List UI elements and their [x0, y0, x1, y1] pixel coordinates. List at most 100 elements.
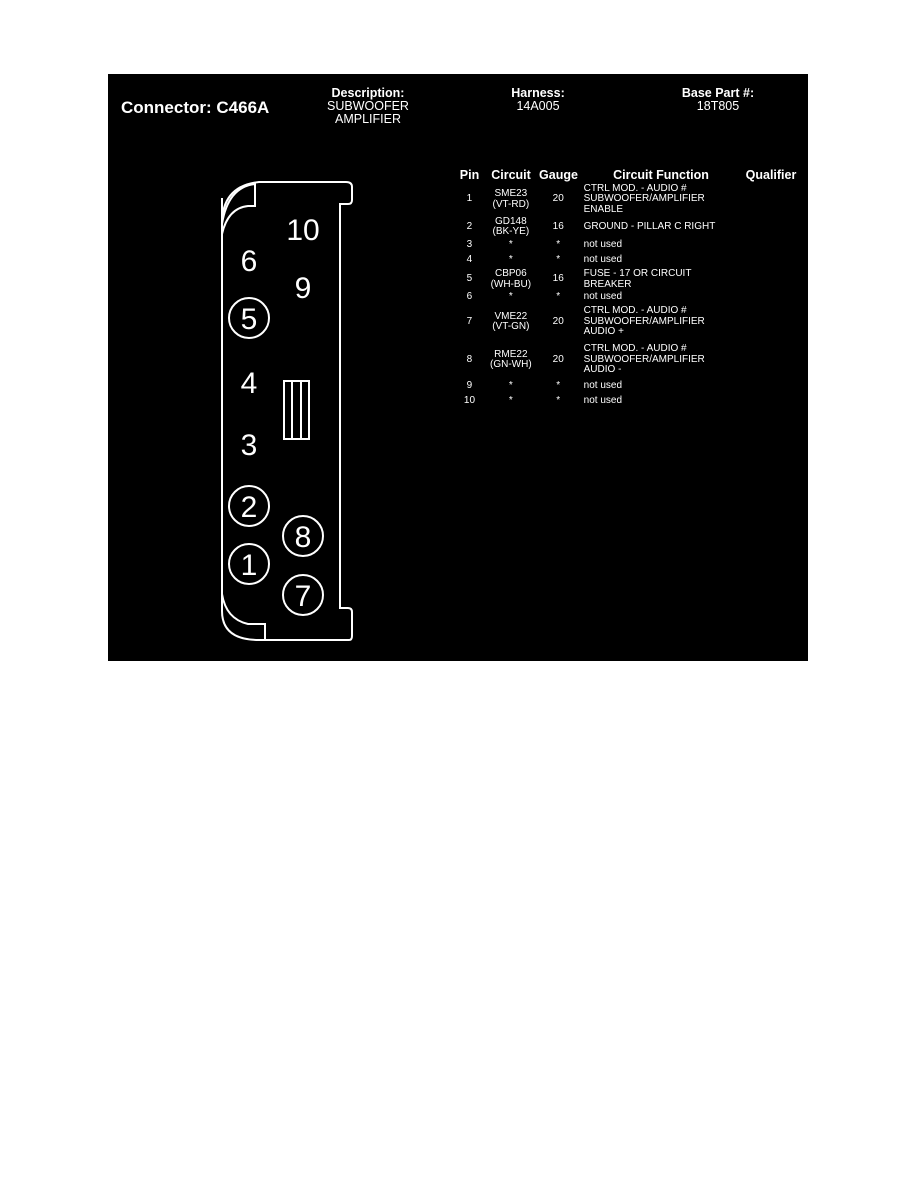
description-line2: AMPLIFIER — [335, 112, 401, 126]
circuit-code: SME23 — [494, 188, 528, 199]
pin-label-3: 3 — [241, 429, 258, 462]
table-row: 10 * * not used — [453, 394, 803, 409]
func-line: SUBWOOFER/AMPLIFIER — [583, 193, 705, 205]
pin-2-circle — [228, 485, 270, 527]
table-row: 7 VME22(VT-GN) 20 CTRL MOD. - AUDIO #SUB… — [453, 303, 803, 341]
cell-pin: 10 — [463, 395, 476, 407]
func-line: ENABLE — [583, 203, 624, 215]
table-row: 9 * * not used — [453, 379, 803, 394]
description-label: Description: — [331, 86, 405, 100]
pin-label-5: 5 — [241, 303, 258, 336]
harness-block: Harness: 14A005 — [488, 87, 588, 113]
func-line: BREAKER — [583, 278, 632, 290]
table-row: 6 * * not used — [453, 291, 803, 303]
cell-pin: 5 — [466, 273, 473, 285]
cell-gauge: * — [556, 290, 561, 302]
pin-label-1: 1 — [241, 549, 258, 582]
cell-pin: 6 — [466, 290, 473, 302]
cell-function: GROUND - PILLAR C RIGHT — [581, 220, 744, 233]
header-pin: Pin — [459, 168, 480, 182]
cell-gauge: 20 — [552, 353, 564, 365]
table-row: 3 * * not used — [453, 238, 803, 253]
cell-gauge: 16 — [552, 273, 564, 285]
func-line: AUDIO - — [583, 364, 622, 376]
pin-label-6: 6 — [241, 245, 258, 278]
description-block: Description: SUBWOOFER AMPLIFIER — [308, 87, 428, 126]
table-row: 4 * * not used — [453, 253, 803, 268]
cell-pin: 2 — [466, 220, 473, 232]
table-row: 8 RME22(GN-WH) 20 CTRL MOD. - AUDIO #SUB… — [453, 341, 803, 379]
func-line: SUBWOOFER/AMPLIFIER — [583, 315, 705, 327]
header-gauge: Gauge — [539, 168, 578, 182]
cell-function: not used — [583, 380, 623, 392]
cell-gauge: 20 — [552, 315, 564, 327]
func-line: SUBWOOFER/AMPLIFIER — [583, 353, 705, 365]
description-line1: SUBWOOFER — [327, 99, 409, 113]
cell-pin: 1 — [466, 193, 473, 205]
cell-circuit: GD148(BK-YE) — [486, 215, 536, 238]
circuit-color: (VT-GN) — [492, 321, 530, 332]
circuit-code: CBP06 — [494, 268, 527, 279]
connector-face-diagram: 10 6 9 5 4 3 2 8 1 7 — [221, 181, 353, 641]
circuit-color: (BK-YE) — [492, 226, 530, 237]
header-qualifier: Qualifier — [745, 168, 797, 182]
pinout-table: Pin Circuit Gauge Circuit Function Quali… — [453, 167, 803, 409]
cell-gauge: * — [556, 239, 561, 251]
pin-label-7: 7 — [295, 580, 312, 613]
pin-label-4: 4 — [241, 367, 258, 400]
pin-7-circle — [282, 574, 324, 616]
cell-circuit: * — [508, 380, 513, 392]
circuit-code: GD148 — [494, 215, 527, 227]
func-line: CTRL MOD. - AUDIO # — [583, 305, 687, 317]
func-line: CTRL MOD. - AUDIO # — [583, 182, 687, 194]
circuit-code: VME22 — [494, 310, 528, 322]
header-circuit: Circuit — [491, 168, 531, 182]
connector-panel: Connector: C466A Description: SUBWOOFER … — [108, 74, 808, 661]
cell-circuit: CBP06(WH-BU) — [486, 268, 536, 290]
cell-pin: 4 — [466, 254, 473, 266]
circuit-code: RME22 — [494, 348, 528, 360]
cell-gauge: * — [556, 395, 561, 407]
table-row: 1 SME23(VT-RD) 20 CTRL MOD. - AUDIO #SUB… — [453, 183, 803, 216]
cell-function: not used — [583, 239, 623, 251]
harness-label: Harness: — [511, 86, 565, 100]
cell-circuit: SME23(VT-RD) — [486, 188, 536, 210]
cell-circuit: * — [508, 239, 513, 251]
circuit-color: (VT-RD) — [492, 198, 530, 210]
cell-function: not used — [583, 395, 623, 407]
base-part-value: 18T805 — [696, 99, 740, 113]
cell-pin: 9 — [466, 380, 473, 392]
cell-pin: 8 — [466, 353, 473, 365]
cell-gauge: * — [556, 380, 561, 392]
cell-circuit: VME22(VT-GN) — [486, 310, 536, 333]
pin-label-9: 9 — [295, 272, 312, 305]
cell-pin: 7 — [466, 315, 473, 327]
cell-gauge: 16 — [552, 220, 564, 232]
harness-value: 14A005 — [516, 99, 560, 113]
cell-function: not used — [583, 290, 623, 302]
cell-circuit: * — [508, 290, 513, 302]
func-line: AUDIO + — [583, 326, 624, 338]
cell-circuit: * — [508, 395, 513, 407]
cell-pin: 3 — [466, 239, 473, 251]
circuit-color: (WH-BU) — [490, 278, 532, 290]
pin-label-8: 8 — [295, 521, 312, 554]
pin-label-10: 10 — [286, 214, 319, 247]
func-line: CTRL MOD. - AUDIO # — [583, 343, 687, 355]
cell-function: not used — [583, 254, 623, 266]
pin-label-2: 2 — [241, 491, 258, 524]
cell-gauge: * — [556, 254, 561, 266]
table-row: 2 GD148(BK-YE) 16 GROUND - PILLAR C RIGH… — [453, 216, 803, 238]
cell-gauge: 20 — [552, 193, 564, 205]
pin-1-circle — [228, 543, 270, 585]
cell-circuit: RME22(GN-WH) — [486, 348, 536, 371]
pin-8-circle — [282, 515, 324, 557]
circuit-color: (GN-WH) — [490, 359, 532, 370]
base-part-label: Base Part #: — [681, 86, 755, 100]
func-line: GROUND - PILLAR C RIGHT — [583, 220, 716, 232]
